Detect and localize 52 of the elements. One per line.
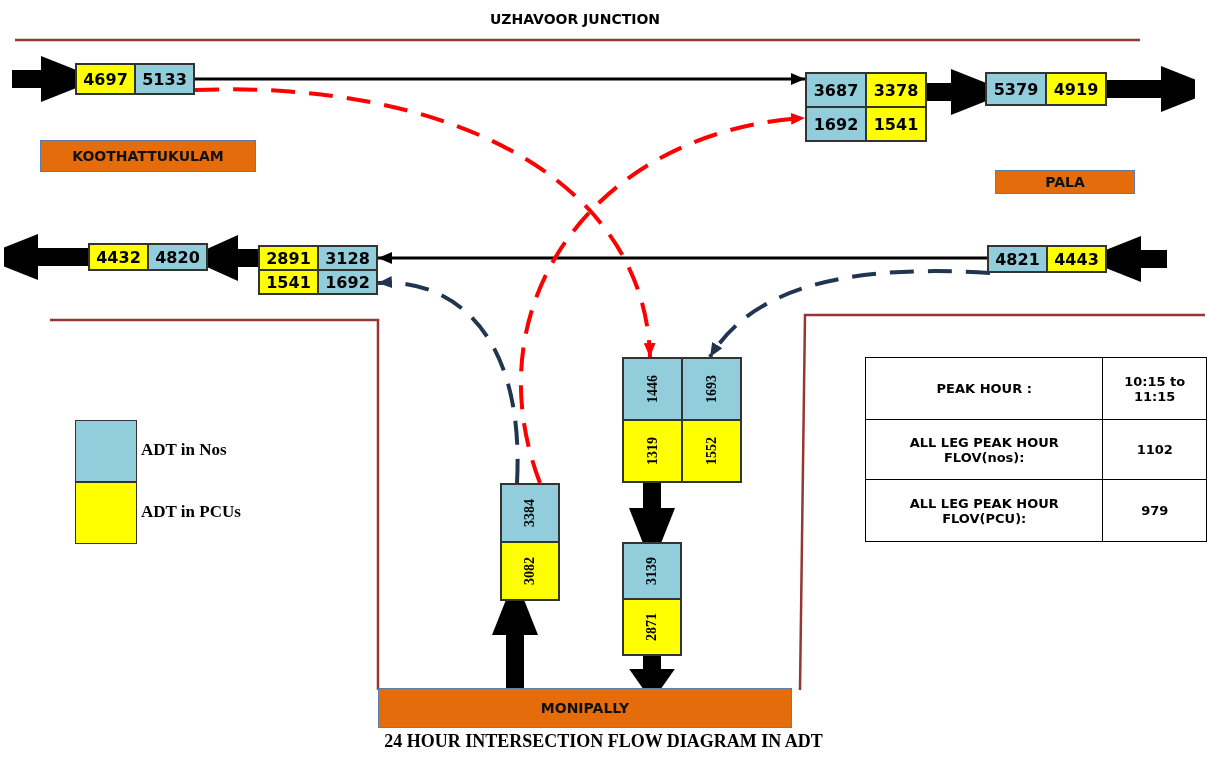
- count-table: [622, 357, 742, 483]
- count-cell: 1693: [682, 358, 741, 420]
- count-cell: 1552: [682, 420, 741, 482]
- count-cell: 1541: [259, 270, 318, 294]
- legend-label: ADT in PCUs: [141, 502, 241, 522]
- table-cell: PEAK HOUR :: [865, 357, 1103, 420]
- count-table: [805, 72, 927, 142]
- dashed-turn-arrow: [195, 87, 655, 358]
- count-cell: 4820: [148, 244, 207, 270]
- count-cell: 2871: [623, 599, 681, 655]
- count-cell: 1446: [623, 358, 682, 420]
- count-cell: 5133: [135, 64, 194, 94]
- count-table: [622, 542, 682, 656]
- count-cell: 1319: [623, 420, 682, 482]
- count-table: [500, 483, 560, 601]
- arrow: [378, 252, 987, 264]
- table-cell: 10:15 to 11:15: [1102, 357, 1207, 420]
- count-cell: 4697: [76, 64, 135, 94]
- count-cell: 2891: [259, 246, 318, 270]
- count-cell: 3082: [501, 542, 559, 600]
- count-table: [75, 63, 195, 95]
- count-cell: 4432: [89, 244, 148, 270]
- count-table: [258, 245, 378, 295]
- dashed-turn-arrow: [519, 113, 806, 484]
- count-cell: 3384: [501, 484, 559, 542]
- count-cell: 1692: [318, 270, 377, 294]
- place-name-box: KOOTHATTUKULAM: [40, 140, 256, 172]
- dashed-turn-arrow: [378, 276, 520, 484]
- table-cell: ALL LEG PEAK HOUR FLOV(PCU):: [865, 479, 1103, 542]
- table-cell: ALL LEG PEAK HOUR FLOV(nos):: [865, 419, 1103, 480]
- junction-title: UZHAVOOR JUNCTION: [488, 11, 662, 27]
- dashed-turn-arrow: [708, 269, 991, 359]
- count-cell: 1541: [866, 107, 926, 141]
- count-cell: 3128: [318, 246, 377, 270]
- count-cell: 5379: [986, 73, 1046, 105]
- count-cell: 3378: [866, 73, 926, 107]
- count-table: [987, 245, 1107, 273]
- arrow: [195, 73, 805, 85]
- count-table: [985, 72, 1107, 106]
- count-cell: 3687: [806, 73, 866, 107]
- count-cell: 4821: [988, 246, 1047, 272]
- place-name-box: PALA: [995, 170, 1135, 194]
- place-name-box: MONIPALLY: [378, 688, 792, 728]
- diagram-caption: 24 HOUR INTERSECTION FLOW DIAGRAM IN ADT: [383, 731, 824, 752]
- count-cell: 3139: [623, 543, 681, 599]
- legend-label: ADT in Nos: [141, 440, 227, 460]
- count-cell: 4443: [1047, 246, 1106, 272]
- table-cell: 1102: [1102, 419, 1207, 480]
- count-cell: 4919: [1046, 73, 1106, 105]
- count-table: [88, 243, 208, 271]
- count-cell: 1692: [806, 107, 866, 141]
- table-cell: 979: [1102, 479, 1207, 542]
